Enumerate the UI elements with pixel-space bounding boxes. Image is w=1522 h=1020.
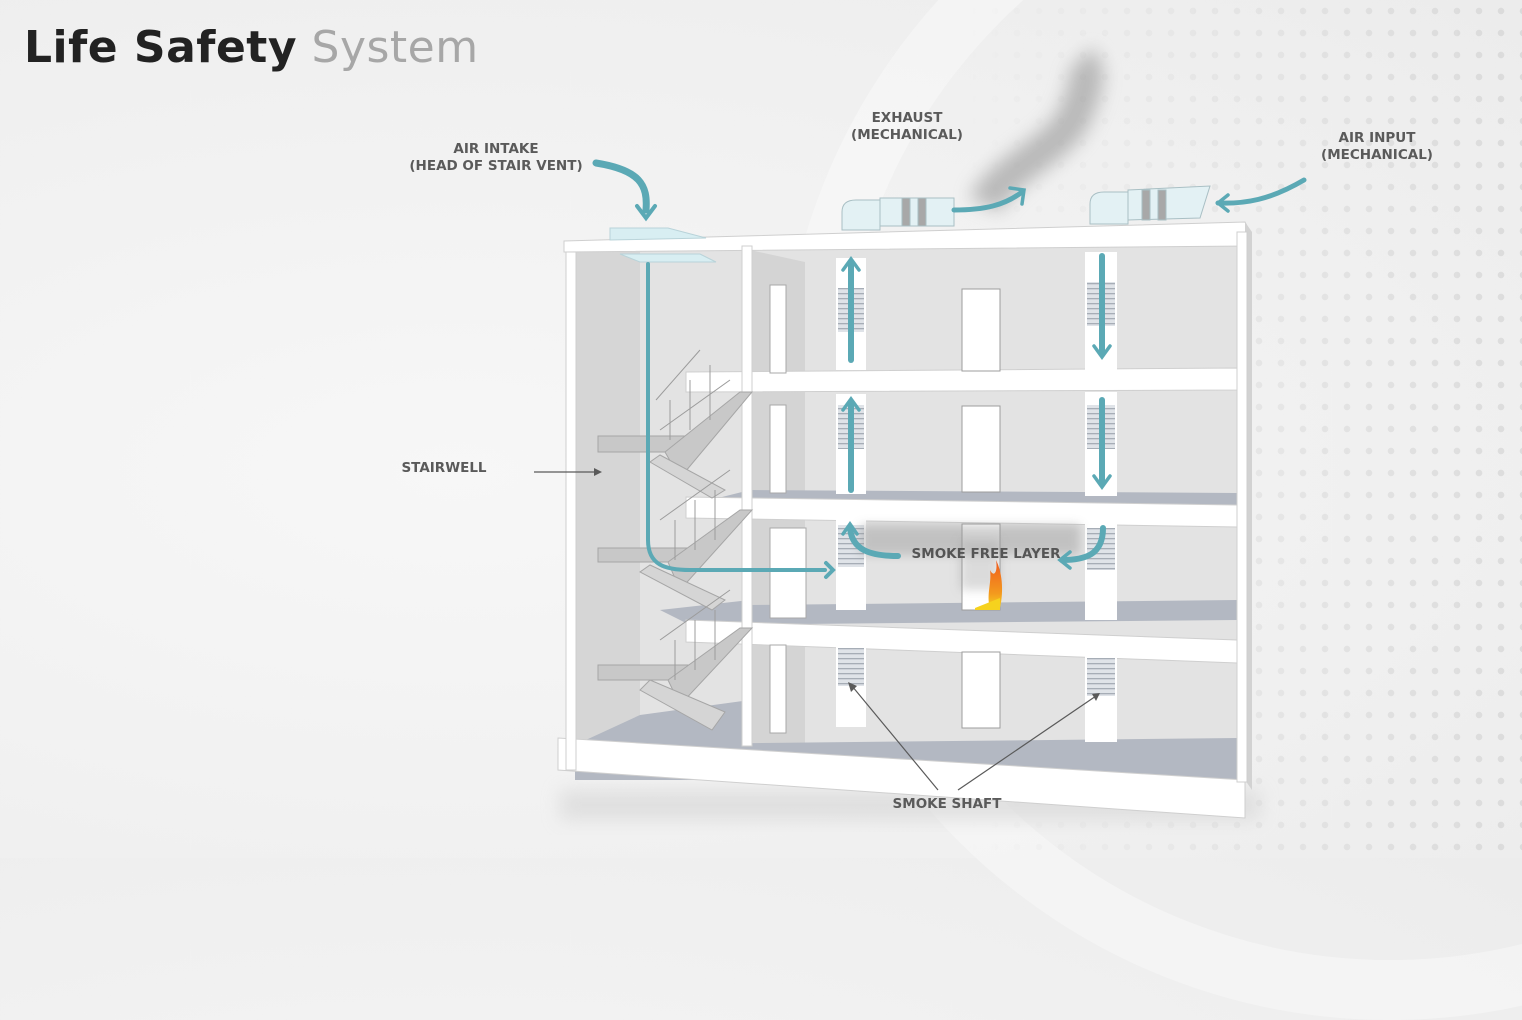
smoke-free-layer-label: SMOKE FREE LAYER xyxy=(911,546,1061,562)
building-cross-section-diagram xyxy=(534,47,1307,820)
air-input-duct xyxy=(1089,185,1211,225)
stair-vent-hatch xyxy=(609,227,717,263)
exhaust-duct xyxy=(841,197,955,231)
air-input-label-line2: (MECHANICAL) xyxy=(1321,147,1433,163)
air-input-label: AIR INPUT (MECHANICAL) xyxy=(1308,130,1446,164)
smoke-floor-extract-arrow xyxy=(847,525,901,559)
title-light: System xyxy=(311,22,479,73)
smoke-shaft-pointer-left xyxy=(851,685,939,791)
smoke-layer xyxy=(860,525,1080,590)
air-input-arrow xyxy=(1215,177,1307,206)
page-title: Life Safety System xyxy=(24,22,479,73)
stairwell-label: STAIRWELL xyxy=(401,460,487,476)
stair-air-path xyxy=(646,262,827,572)
title-bold: Life Safety xyxy=(24,22,298,73)
air-input-label-line1: AIR INPUT xyxy=(1338,130,1416,146)
smoke-shaft-label: SMOKE SHAFT xyxy=(892,796,1002,812)
exhaust-smoke-plume xyxy=(969,47,1104,214)
air-intake-arrow xyxy=(592,159,650,214)
exhaust-out-arrow xyxy=(951,189,1025,213)
structural-columns xyxy=(565,231,1248,783)
air-intake-label-line2: (HEAD OF STAIR VENT) xyxy=(409,158,583,174)
air-intake-label-line1: AIR INTAKE xyxy=(453,141,539,157)
air-intake-label: AIR INTAKE (HEAD OF STAIR VENT) xyxy=(396,141,596,175)
corridor-doors xyxy=(769,284,807,734)
airflow-arrows xyxy=(592,159,1307,579)
pointer-arrows xyxy=(534,468,1100,791)
exhaust-label-line1: EXHAUST xyxy=(871,110,943,126)
fire-icon xyxy=(988,560,1003,608)
exhaust-label: EXHAUST (MECHANICAL) xyxy=(838,110,976,144)
smoke-shaft-pointer-right xyxy=(957,695,1097,791)
exhaust-label-line2: (MECHANICAL) xyxy=(851,127,963,143)
smoke-floor-supply-arrow xyxy=(1059,525,1106,563)
stair-railings xyxy=(655,349,731,680)
